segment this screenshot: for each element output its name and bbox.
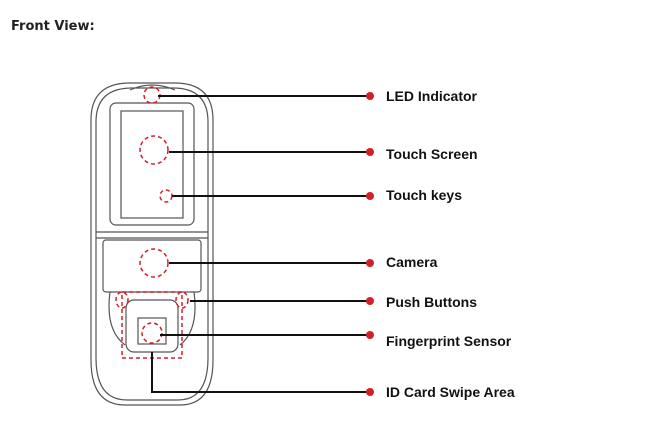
label-push-buttons: Push Buttons	[386, 294, 477, 310]
label-camera: Camera	[386, 254, 438, 270]
label-touch-screen: Touch Screen	[386, 146, 478, 162]
leader-lines	[151, 95, 370, 393]
label-touch-keys: Touch keys	[386, 187, 462, 203]
callout-dots	[366, 92, 374, 396]
label-led-indicator: LED Indicator	[386, 88, 478, 104]
label-fingerprint-sensor: Fingerprint Sensor	[386, 333, 512, 349]
label-id-card-swipe-area: ID Card Swipe Area	[386, 384, 515, 400]
callout-markers	[115, 86, 189, 359]
diagram-title: Front View:	[11, 19, 95, 34]
